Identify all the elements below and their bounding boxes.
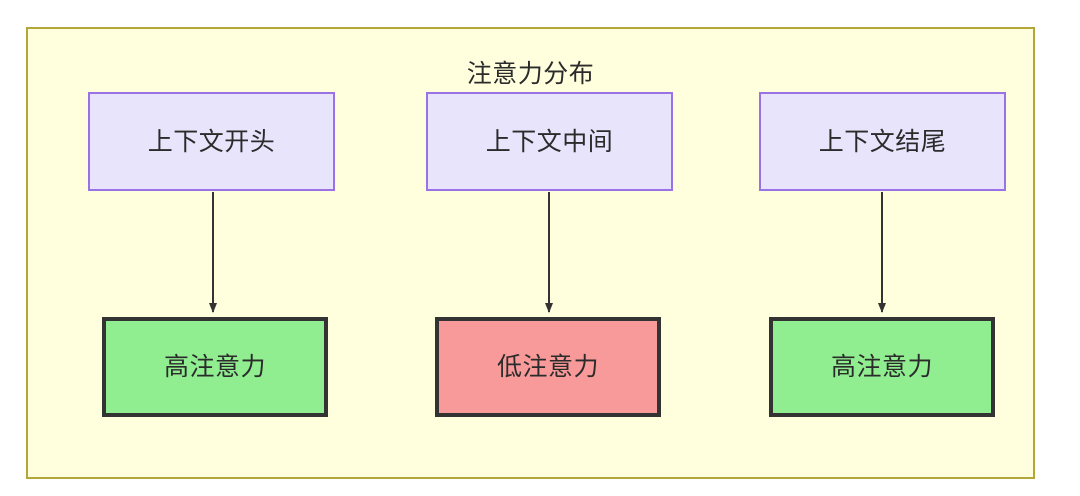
node-context-end[interactable]: 上下文结尾 bbox=[759, 92, 1006, 191]
node-attention-low-middle-label: 低注意力 bbox=[496, 353, 599, 381]
node-context-middle-label: 上下文中间 bbox=[485, 127, 614, 156]
node-attention-high-end-label: 高注意力 bbox=[830, 353, 933, 381]
node-context-start[interactable]: 上下文开头 bbox=[88, 92, 335, 191]
node-context-middle[interactable]: 上下文中间 bbox=[426, 92, 673, 191]
node-context-end-label: 上下文结尾 bbox=[818, 127, 947, 156]
subgraph-title: 注意力分布 bbox=[466, 60, 595, 88]
node-attention-low-middle[interactable]: 低注意力 bbox=[435, 317, 661, 417]
node-attention-high-start[interactable]: 高注意力 bbox=[102, 317, 328, 417]
node-attention-high-end[interactable]: 高注意力 bbox=[769, 317, 995, 417]
node-context-start-label: 上下文开头 bbox=[147, 127, 276, 156]
node-attention-high-start-label: 高注意力 bbox=[163, 353, 266, 381]
